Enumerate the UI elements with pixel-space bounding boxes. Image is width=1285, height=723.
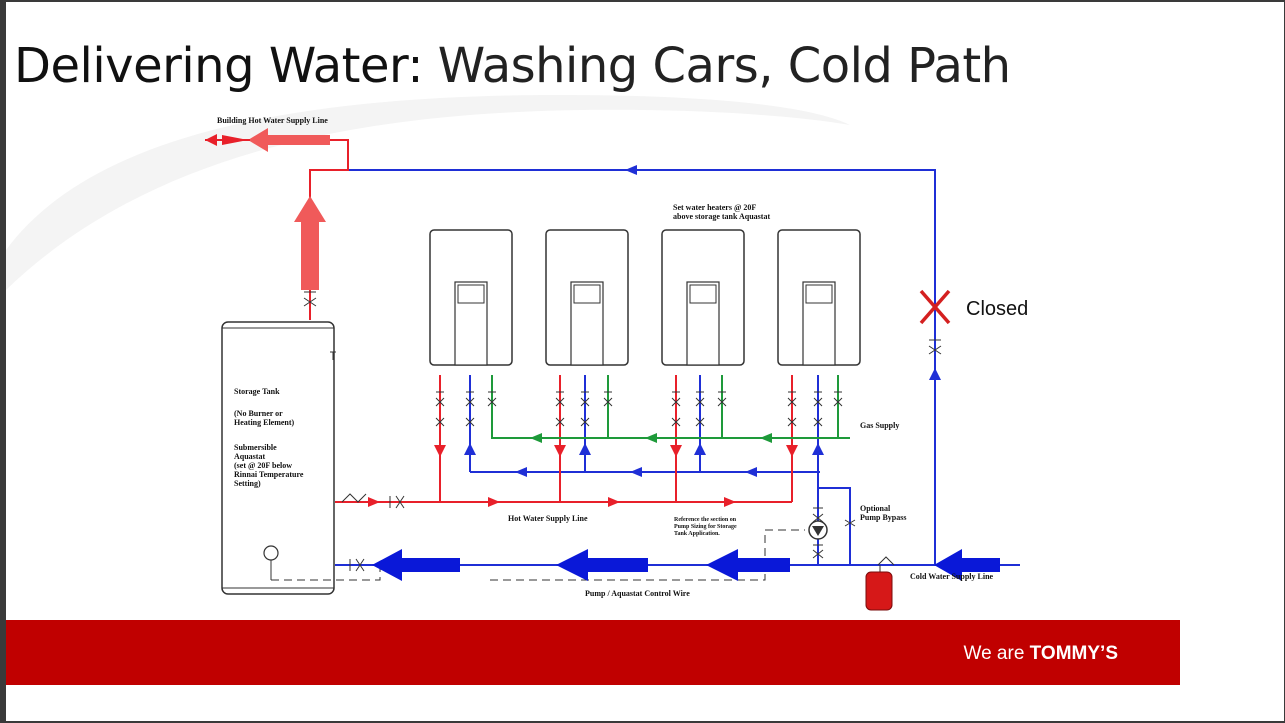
heater-valves bbox=[435, 391, 843, 427]
left-arrow-icon bbox=[248, 128, 330, 152]
label-control-wire: Pump / Aquastat Control Wire bbox=[585, 589, 690, 598]
label-cold-water-supply: Cold Water Supply Line bbox=[910, 572, 994, 581]
slide-title: Delivering Water: Washing Cars, Cold Pat… bbox=[14, 38, 1011, 94]
water-heater bbox=[777, 229, 861, 366]
control-wire bbox=[271, 529, 805, 581]
label-no-burner-1: (No Burner or bbox=[234, 409, 283, 418]
footer-tagline: We are TOMMY’S bbox=[963, 643, 1118, 665]
frame-left bbox=[0, 0, 6, 723]
frame-bottom bbox=[0, 721, 1285, 723]
cold-water-lines bbox=[325, 169, 1020, 566]
label-hot-water-supply: Hot Water Supply Line bbox=[508, 514, 588, 523]
left-arrow-icon bbox=[934, 549, 1000, 581]
label-submersible-5: Setting) bbox=[234, 479, 261, 488]
circulation-pump bbox=[808, 507, 856, 559]
label-submersible-3: (set @ 20F below bbox=[234, 461, 292, 470]
footer-prefix: We are bbox=[963, 643, 1030, 664]
label-submersible-2: Aquastat bbox=[234, 452, 265, 461]
water-heater bbox=[661, 229, 745, 366]
slide-title-bold: Delivering Water: bbox=[14, 38, 424, 94]
slide-title-rest: Washing Cars, Cold Path bbox=[423, 38, 1011, 94]
label-set-heaters-2: above storage tank Aquastat bbox=[673, 212, 770, 221]
left-arrow-icon bbox=[372, 549, 460, 581]
hot-flow-arrows bbox=[248, 128, 330, 290]
storage-tank bbox=[221, 321, 335, 595]
line-valves bbox=[303, 291, 942, 572]
label-optional-2: Pump Bypass bbox=[860, 513, 906, 522]
label-optional-1: Optional bbox=[860, 504, 891, 513]
frame-top bbox=[0, 0, 1285, 2]
label-closed: Closed bbox=[966, 298, 1028, 320]
left-arrow-icon bbox=[706, 549, 790, 581]
label-reference-2: Pump Sizing for Storage bbox=[674, 524, 737, 530]
flow-markers bbox=[368, 165, 941, 507]
label-no-burner-2: Heating Element) bbox=[234, 418, 295, 427]
label-storage-tank: Storage Tank bbox=[234, 387, 280, 396]
label-submersible-4: Rinnai Temperature bbox=[234, 470, 304, 479]
label-reference-3: Tank Application. bbox=[674, 531, 720, 537]
expansion-tank bbox=[865, 565, 893, 611]
label-gas-supply: Gas Supply bbox=[860, 421, 899, 430]
footer-bar: We are TOMMY’S bbox=[6, 620, 1180, 685]
gas-lines bbox=[491, 375, 850, 439]
label-submersible-1: Submersible bbox=[234, 443, 277, 452]
label-reference-1: Reference the section on bbox=[674, 517, 737, 523]
cold-flow-arrows bbox=[372, 549, 1000, 581]
water-heater bbox=[429, 229, 513, 366]
up-arrow-icon bbox=[294, 196, 326, 290]
left-arrow-icon bbox=[556, 549, 648, 581]
footer-brand: TOMMY’S bbox=[1029, 643, 1118, 664]
label-building-hot-water: Building Hot Water Supply Line bbox=[217, 116, 328, 125]
label-set-heaters-1: Set water heaters @ 20F bbox=[673, 203, 756, 212]
closed-x-icon bbox=[919, 289, 951, 325]
water-heater bbox=[545, 229, 629, 366]
